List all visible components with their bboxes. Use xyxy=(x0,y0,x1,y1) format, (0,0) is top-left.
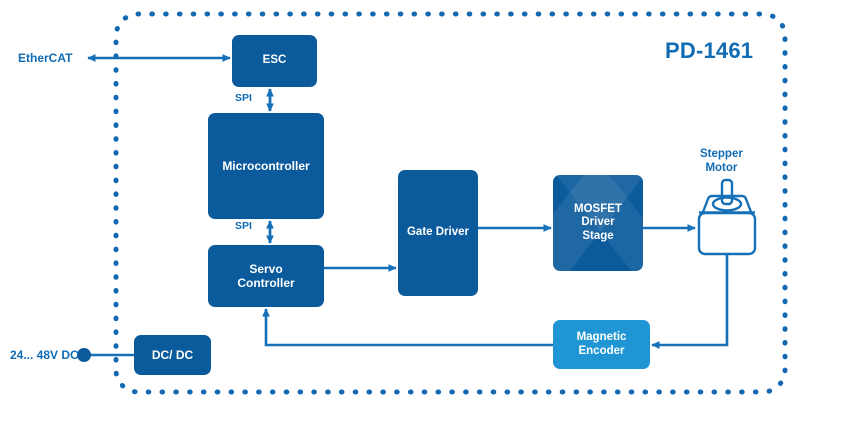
block-mosfet-label-line2: Driver xyxy=(581,216,615,229)
block-mosfet-driver-stage[interactable]: MOSFET Driver Stage xyxy=(553,175,643,271)
block-servo-controller-label-line1: Servo xyxy=(249,261,283,276)
block-servo-controller-label-line2: Controller xyxy=(237,276,295,290)
label-ethercat-port: EtherCAT xyxy=(18,51,73,65)
label-power-supply: 24... 48V DC xyxy=(10,348,79,362)
wire-encoder-servo xyxy=(262,308,553,347)
block-magnetic-encoder[interactable]: Magnetic Encoder xyxy=(553,320,650,369)
block-gate-driver-label: Gate Driver xyxy=(406,226,469,239)
label-spi-esc-mcu: SPI xyxy=(235,92,252,104)
block-encoder-label-line2: Encoder xyxy=(578,344,625,357)
block-servo-controller-label: Servo Controller xyxy=(233,262,298,290)
wire-power-dcdc xyxy=(77,348,134,362)
block-microcontroller-label: Microcontroller xyxy=(222,158,310,173)
block-mosfet-label-line3: Stage xyxy=(582,229,614,242)
block-encoder-label-line1: Magnetic xyxy=(576,330,627,343)
block-esc[interactable]: ESC xyxy=(232,35,317,87)
block-esc-label: ESC xyxy=(262,54,287,67)
label-stepper-motor-line2: Motor xyxy=(705,161,738,174)
power-terminal-dot-icon xyxy=(77,348,91,362)
block-gate-driver[interactable]: Gate Driver xyxy=(398,170,478,296)
device-enclosure-border xyxy=(113,11,788,395)
block-dc-dc-converter[interactable]: DC/ DC xyxy=(134,335,211,375)
label-spi-mcu-servo: SPI xyxy=(235,220,252,232)
block-microcontroller[interactable]: Microcontroller xyxy=(208,113,324,219)
label-stepper-motor-line1: Stepper xyxy=(700,148,743,160)
block-dc-dc-converter-label: DC/ DC xyxy=(151,347,194,362)
block-mosfet-label-line1: MOSFET xyxy=(574,202,622,215)
label-stepper-motor: Stepper Motor xyxy=(700,148,743,176)
block-magnetic-encoder-label: Magnetic Encoder xyxy=(573,331,631,358)
wire-motor-encoder xyxy=(651,253,729,349)
page-title: PD-1461 xyxy=(665,38,754,63)
stepper-motor-icon xyxy=(697,178,757,256)
block-servo-controller[interactable]: Servo Controller xyxy=(208,245,324,307)
block-mosfet-driver-stage-label: MOSFET Driver Stage xyxy=(570,203,626,244)
